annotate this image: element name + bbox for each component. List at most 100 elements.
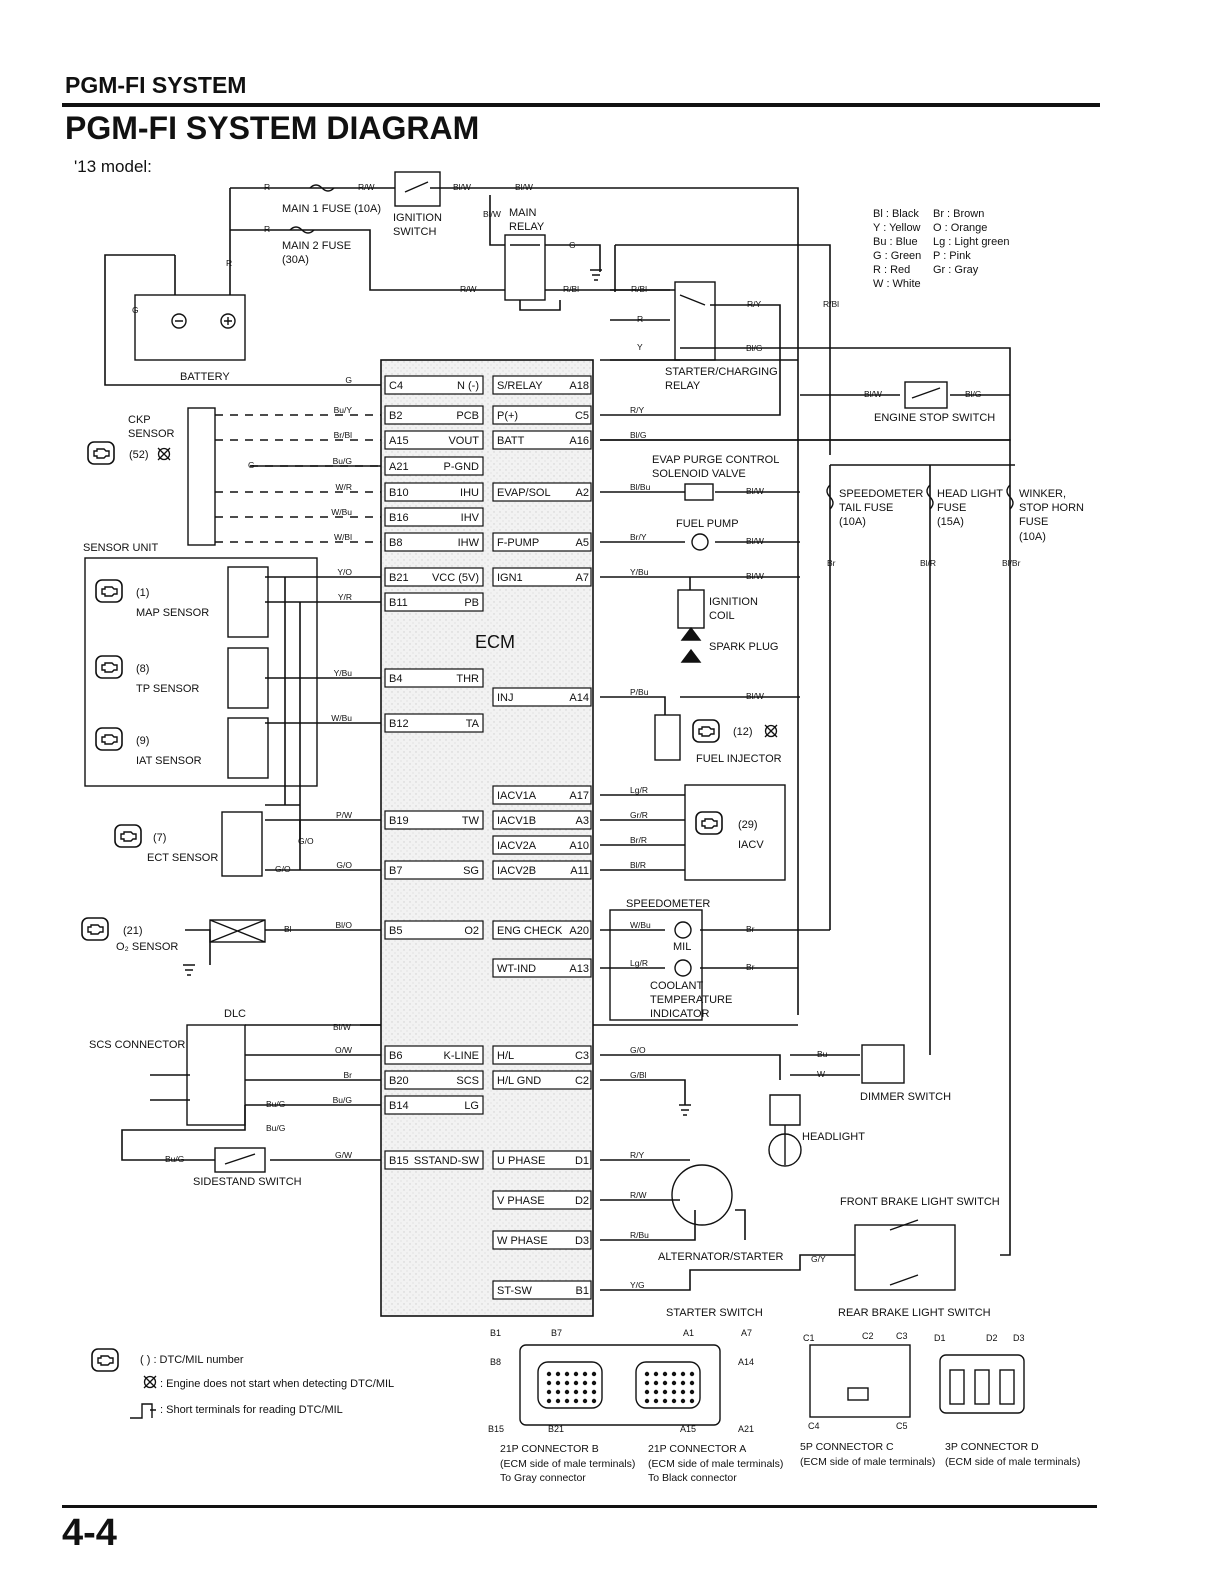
ecm-label: ECM [475,632,515,652]
ecm-pin-number: A3 [576,815,589,827]
wire-code: Bu/G [165,1154,184,1164]
ecm-pin-function: INJ [497,692,514,704]
main1-fuse-label: MAIN 1 FUSE (10A) [282,203,381,215]
wire-code: R/Bl [631,284,647,294]
wire-code: G [569,240,576,250]
ecm-pin-box [492,1070,592,1090]
ecm-pin-function: SCS [456,1075,479,1087]
ecm-pin-function: S/RELAY [497,380,543,392]
wire-code: Y/Bu [630,567,649,577]
connector-pin-dot [591,1371,597,1377]
connector-pin-dot [671,1389,677,1395]
wire-code: Lg/R [630,785,648,795]
page-number: 4-4 [62,1512,117,1554]
check-engine-icon [95,727,123,751]
ecm-pin-number: A15 [389,435,409,447]
ecm-pin-box [492,375,592,395]
connector-a-face [635,1361,701,1409]
connector-pin-dot [582,1371,588,1377]
dlc-connector-icon [186,1024,246,1126]
ecm-pin-box [384,405,484,425]
connector-pin-dot [564,1389,570,1395]
ckp-label-2: SENSOR [128,428,175,440]
connector-pin-dot [573,1371,579,1377]
iacv-dtc: (29) [738,819,758,831]
connector-title: 21P CONNECTOR A [648,1443,746,1455]
mil-lamp-icon [674,921,692,939]
connector-pin-dot [555,1398,561,1404]
injector-label: FUEL INJECTOR [696,753,782,765]
connector-pin-label: B1 [490,1328,501,1338]
legend-row: Bl : Black [873,208,919,220]
connector-pin-dot [671,1380,677,1386]
tp-dtc: (8) [136,663,149,675]
ecm-pin-function: H/L [497,1050,514,1062]
section-title: PGM-FI SYSTEM [65,72,247,98]
connector-d-pin [999,1369,1015,1405]
connector-d-pin [949,1369,965,1405]
main-relay-icon [504,234,546,301]
wire-code: Bl/G [630,430,647,440]
ect-sensor-icon [221,811,263,877]
ecm-pin-box [384,668,484,688]
fuel-injector-icon [654,714,681,761]
ecm-pin-box [492,920,592,940]
wire-code: Bl/W [746,571,764,581]
wire-code: Bl/G [746,343,763,353]
headlight-label: HEADLIGHT [802,1131,865,1143]
wire-code: Br/Bl [334,430,353,440]
wire-code: Bu [817,1049,828,1059]
wire-code: Y [637,342,643,352]
wire-code: R/Bu [630,1230,649,1240]
ecm-pin-function: IACV1B [497,815,536,827]
wire-code: Bu/G [333,456,352,466]
ecm-pin-number: C3 [575,1050,589,1062]
connector-pin-dot [564,1398,570,1404]
connector-pin-dot [555,1389,561,1395]
battery-terminal-icon [175,317,232,325]
wire-code: Bl/Bu [630,482,651,492]
headlight-bulb-icon [768,1133,802,1167]
ecm-pin-number: A18 [569,380,589,392]
connector-pin-label: A14 [738,1357,754,1367]
main-relay-label-2: RELAY [509,221,545,233]
connector-pin-dot [680,1389,686,1395]
connector-pin-dot [573,1389,579,1395]
connector-pin-label: B21 [548,1424,564,1434]
speedo-fuse-rating: (10A) [839,516,866,528]
connector-pin-label: D3 [1013,1333,1025,1343]
ecm-pin-box [384,592,484,612]
ecm-pin-box [492,958,592,978]
ecm-pin-function: V PHASE [497,1195,545,1207]
wire-code: G/O [630,1045,646,1055]
winker-fuse-label-2: STOP HORN [1019,502,1084,514]
connector-pin-dot [653,1398,659,1404]
starter-relay-label-2: RELAY [665,380,701,392]
o2-dtc: (21) [123,925,143,937]
short-terminal-icon [130,1403,156,1419]
dlc-label: DLC [224,1008,246,1020]
no-start-icon [764,724,778,738]
ecm-pin-number: B6 [389,1050,402,1062]
sensor-unit-label: SENSOR UNIT [83,542,158,554]
ecm-pin-number: A17 [569,790,589,802]
wire-code: Br [344,1070,353,1080]
ecm-pin-function: IHW [458,537,480,549]
coolant-label-2: TEMPERATURE [650,994,732,1006]
ecm-pin-box [492,1280,592,1300]
ecm-pin-number: B15 [389,1155,409,1167]
battery-icon [134,294,246,361]
winker-fuse-label-3: FUSE [1019,516,1048,528]
fuel-pump-icon [691,533,709,551]
check-engine-icon [91,1348,119,1372]
coolant-lamp-icon [674,959,692,977]
head-fuse-rating: (15A) [937,516,964,528]
ecm-pin-number: D1 [575,1155,589,1167]
connector-title: 21P CONNECTOR B [500,1443,599,1455]
wire-code: W/Bu [331,507,352,517]
header-rule [62,103,1100,107]
iat-sensor-icon [227,717,269,779]
battery-minus-icon [171,313,187,329]
ecm-pin-function: ST-SW [497,1285,532,1297]
connector-pin-label: D2 [986,1333,998,1343]
